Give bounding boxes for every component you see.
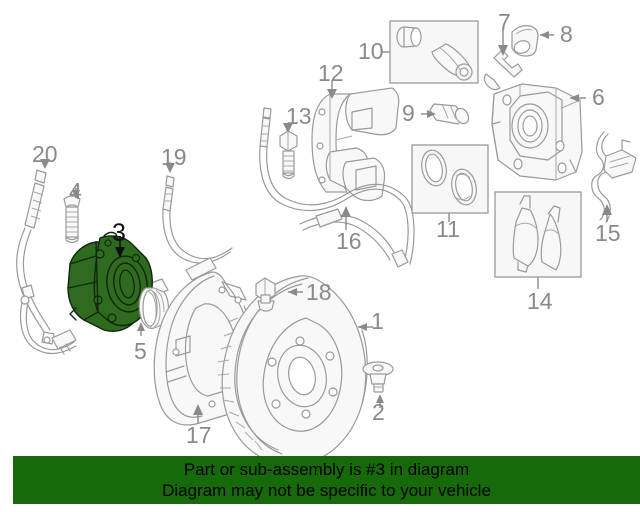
part-10-contents [396, 26, 473, 81]
callout-label-10: 10 [358, 38, 384, 64]
part-13-bracket-bolt-shape [279, 130, 298, 180]
part-11-contents [421, 149, 477, 206]
callout-label-2: 2 [372, 399, 385, 425]
part-15-retaining-spring-shape [591, 131, 637, 223]
callout-label-5: 5 [134, 338, 147, 364]
callout-label-6: 6 [592, 84, 605, 110]
part-20-wheel-speed-sensor-shape [16, 169, 55, 345]
callout-label-9: 9 [402, 100, 415, 126]
callout-label-11: 11 [436, 216, 460, 242]
part-1-brake-rotor-shape [217, 275, 368, 466]
callout-label-1: 1 [371, 308, 384, 334]
callout-label-20: 20 [32, 141, 58, 167]
callout-label-15: 15 [595, 220, 621, 246]
abs-sensor-lead-loop-shape [19, 295, 77, 355]
part-3-wheel-hub-bearing-shape-highlighted [67, 231, 153, 332]
part-18-dust-shield-bolt-shape [255, 277, 276, 312]
callout-label-16: 16 [336, 228, 362, 254]
part-10-guide-sleeve-box [389, 20, 479, 84]
callout-arrows [40, 30, 612, 424]
part-5-hub-seal-ring-shape [138, 287, 170, 329]
callout-label-7: 7 [498, 9, 511, 35]
part-12-caliper-carrier-shape [311, 87, 400, 202]
notice-line-1: Part or sub-assembly is #3 in diagram [183, 460, 470, 479]
callout-label-4: 4 [69, 178, 82, 204]
callout-label-19: 19 [161, 144, 187, 170]
callout-label-18: 18 [306, 279, 332, 305]
part-14-brake-pad-box [494, 191, 582, 278]
notice-line-2: Diagram may not be specific to your vehi… [162, 481, 491, 500]
callout-label-14: 14 [527, 288, 553, 314]
part-7-bleeder-valve-shape [483, 49, 523, 91]
part-16-wear-sensor-shape [259, 107, 415, 268]
part-11-seal-kit-box [411, 144, 489, 214]
part-6-caliper-housing-shape [491, 83, 583, 181]
part-2-rotor-screw-shape [362, 361, 394, 393]
callout-label-12: 12 [318, 60, 344, 86]
callout-label-8: 8 [560, 21, 573, 47]
callout-label-13: 13 [286, 103, 312, 129]
callout-label-17: 17 [186, 422, 212, 448]
diagram-notice-banner: Part or sub-assembly is #3 in diagram Di… [13, 456, 640, 504]
part-9-guide-pin-shape [429, 103, 470, 125]
callout-label-3: 3 [112, 219, 126, 247]
part-14-contents [512, 195, 562, 273]
part-8-bleeder-cap-shape [511, 25, 539, 57]
